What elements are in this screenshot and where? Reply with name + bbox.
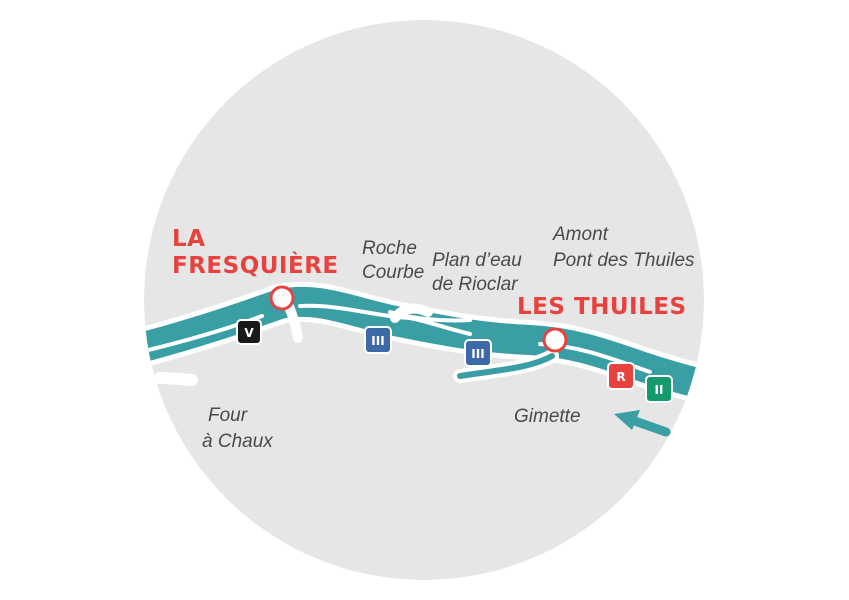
grade-badge-iii: III	[464, 339, 492, 367]
place-label-roche-courbe-line2: Courbe	[362, 262, 424, 283]
grade-badge-v: V	[236, 319, 262, 345]
arrow-left-icon	[614, 410, 671, 437]
svg-text:V: V	[244, 326, 254, 340]
place-label-four-line2: à Chaux	[202, 431, 274, 452]
river-channel	[144, 281, 704, 408]
map-background-circle	[144, 20, 704, 580]
place-label-plan-deau-line1: Plan d’eau	[432, 250, 522, 271]
place-label-gimette: Gimette	[514, 406, 581, 427]
place-label-amont-line1: Amont	[552, 224, 609, 245]
svg-text:III: III	[471, 347, 484, 361]
place-label-amont-line2: Pont des Thuiles	[553, 250, 695, 271]
grade-badge-ii: II	[645, 375, 673, 403]
svg-text:II: II	[655, 383, 664, 397]
place-label-plan-deau-line2: de Rioclar	[432, 274, 518, 295]
place-label-four-line1: Four	[208, 405, 248, 426]
circle-marker-icon	[269, 285, 295, 311]
place-label-roche-courbe-line1: Roche	[362, 238, 417, 259]
town-label-la-fresquiere-line1: LA	[172, 226, 205, 252]
town-label-la-fresquiere-line2: FRESQUIÈRE	[172, 251, 339, 279]
svg-text:III: III	[371, 334, 384, 348]
grade-badge-r: R	[607, 362, 635, 390]
circle-marker-icon	[542, 327, 568, 353]
grade-badge-iii: III	[364, 326, 392, 354]
town-label-les-thuiles: LES THUILES	[517, 294, 687, 320]
svg-text:R: R	[616, 370, 625, 384]
